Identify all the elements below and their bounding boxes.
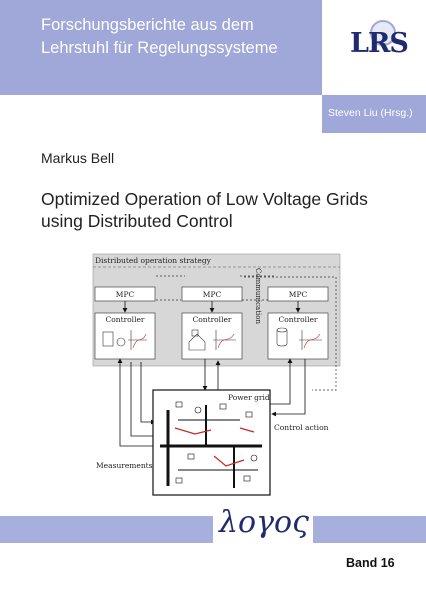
control-line-3: [271, 359, 306, 417]
communication-label: Communication: [254, 268, 262, 324]
editor-name: Steven Liu (Hrsg.): [328, 107, 413, 119]
series-banner: Forschungsberichte aus dem Lehrstuhl für…: [0, 0, 322, 95]
measurement-line-2: [130, 362, 160, 437]
power-grid-box: [152, 389, 271, 496]
control-line-1: [140, 362, 156, 425]
cover-diagram: Distributed operation strategy Communica…: [0, 250, 426, 505]
editor-band: [322, 95, 426, 133]
controller-label-2: Controller: [192, 315, 231, 324]
measurement-line-4: [270, 358, 293, 405]
mpc-label-2: MPC: [203, 290, 222, 299]
diagram-svg: Distributed operation strategy Communica…: [92, 253, 341, 496]
mpc-label-3: MPC: [289, 290, 308, 299]
series-title: Forschungsberichte aus dem Lehrstuhl für…: [41, 14, 316, 60]
measurements-label: Measurements: [96, 461, 153, 470]
author-name: Markus Bell: [41, 150, 115, 166]
controller-device-1-icon: [102, 330, 147, 350]
power-grid-label: Power grid: [228, 393, 270, 402]
strategy-label: Distributed operation strategy: [95, 256, 212, 265]
publisher-logo-text: λογος: [219, 505, 309, 540]
logo-ring-icon: [370, 20, 396, 46]
control-action-label: Control action: [274, 423, 329, 432]
book-title-line-1: Optimized Operation of Low Voltage Grids: [41, 189, 368, 209]
comm-return-line: [244, 276, 337, 391]
measurement-line-1: [117, 358, 160, 447]
institute-logo-text: LRS: [350, 28, 409, 59]
controller-device-2-icon: [188, 329, 236, 351]
book-title: Optimized Operation of Low Voltage Grids…: [41, 188, 401, 232]
grid-network-icon: [160, 401, 262, 488]
controller-box-3: [267, 312, 329, 360]
volume-number: Band 16: [346, 556, 395, 570]
publisher-logo: [213, 507, 313, 547]
institute-logo: LRS: [332, 0, 426, 95]
controller-label-3: Controller: [278, 315, 317, 324]
book-title-line-2: using Distributed Control: [41, 211, 233, 231]
series-title-line-1: Forschungsberichte aus dem: [41, 16, 254, 34]
series-title-line-2: Lehrstuhl für Regelungssysteme: [41, 39, 278, 57]
controller-label-1: Controller: [105, 315, 144, 324]
mpc-label-1: MPC: [116, 290, 135, 299]
controller-device-3-icon: [276, 327, 322, 350]
